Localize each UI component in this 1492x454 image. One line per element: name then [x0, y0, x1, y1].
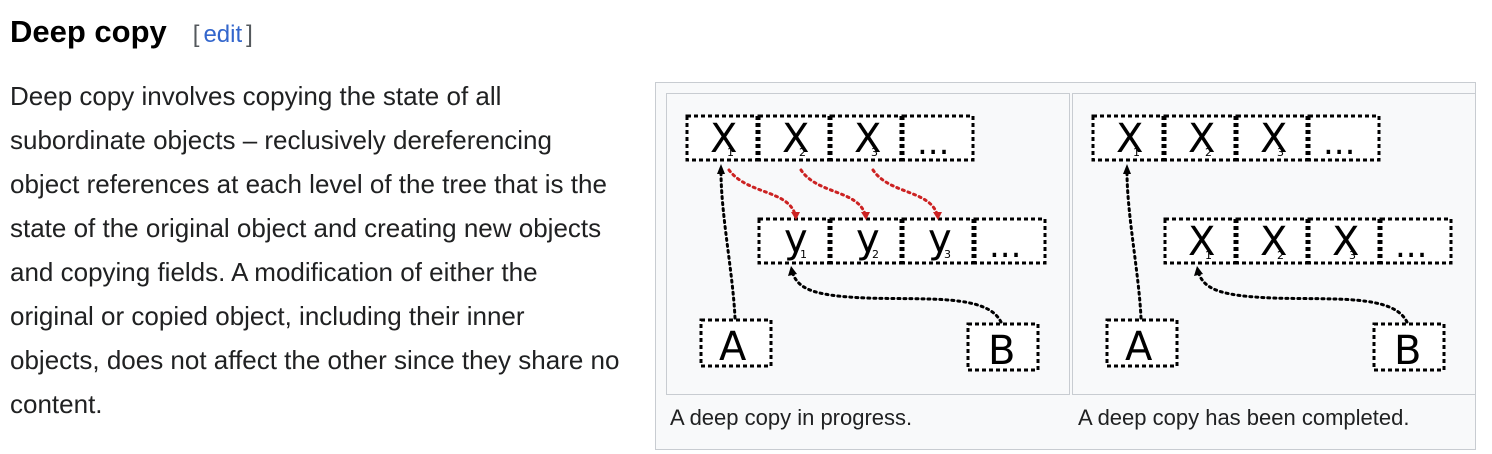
box-b: [966, 322, 1040, 372]
sub-top-1: 1: [1133, 146, 1140, 159]
label-top-2: X: [1188, 116, 1215, 162]
copy-arrow-3: [871, 168, 939, 216]
label-bottom-1: y: [784, 216, 808, 262]
box-top-1: [1091, 114, 1165, 162]
box-top-1: [685, 114, 759, 162]
copy-arrowhead-1: [791, 212, 800, 220]
label-b: B: [988, 328, 1015, 374]
diagram-completed: X 1 X 2 X 3 ... X 1 X 2 X 3 ...: [1072, 93, 1476, 395]
sub-top-1: 1: [727, 146, 734, 159]
diagram-in-progress-svg: X 1 X 2 X 3 ... y 1 y 2 y 3 ...: [685, 114, 1047, 374]
ref-arrowhead-a: [1123, 164, 1131, 174]
sub-bottom-2: 2: [872, 248, 879, 261]
sub-bottom-3: 3: [1349, 249, 1356, 262]
ref-arrowhead-a: [717, 164, 725, 174]
label-bottom-3: y: [928, 216, 952, 262]
box-top-ellipsis: [901, 114, 975, 162]
copy-arrowhead-2: [861, 212, 870, 220]
box-top-3: [829, 114, 903, 162]
box-bottom-1: [1163, 217, 1237, 265]
diagram-completed-svg: X 1 X 2 X 3 ... X 1 X 2 X 3 ...: [1091, 114, 1453, 374]
section-heading: Deep copy [edit]: [10, 10, 253, 57]
label-a: A: [1125, 324, 1153, 370]
label-bottom-3: X: [1332, 219, 1359, 265]
label-top-2: X: [782, 116, 809, 162]
box-bottom-1: [757, 217, 831, 265]
edit-bracket-close: ]: [246, 21, 253, 48]
caption-in-progress: A deep copy in progress.: [670, 405, 913, 430]
copy-arrow-2: [799, 168, 867, 216]
copy-arrowhead-3: [933, 212, 942, 220]
sub-top-2: 2: [1205, 146, 1212, 159]
label-b: B: [1394, 328, 1421, 374]
box-top-2: [757, 114, 831, 162]
ref-arrow-b: [1197, 272, 1409, 324]
label-top-1: X: [1116, 116, 1143, 162]
sub-bottom-1: 1: [1205, 249, 1212, 262]
sub-top-3: 3: [871, 146, 878, 159]
ref-arrow-a: [1125, 170, 1143, 320]
sub-top-3: 3: [1277, 146, 1284, 159]
label-bottom-2: X: [1260, 219, 1287, 265]
ellipsis-top: ...: [1323, 123, 1355, 163]
box-a: [699, 318, 773, 368]
label-bottom-1: X: [1188, 219, 1215, 265]
sub-bottom-3: 3: [944, 248, 951, 261]
ellipsis-bottom: ...: [989, 226, 1021, 266]
label-top-3: X: [1260, 116, 1287, 162]
edit-section: [edit]: [193, 13, 253, 57]
ref-arrow-a: [719, 170, 737, 320]
label-top-1: X: [710, 116, 737, 162]
box-bottom-3: [1307, 217, 1381, 265]
box-top-2: [1163, 114, 1237, 162]
label-a: A: [719, 324, 747, 370]
sub-bottom-2: 2: [1277, 249, 1284, 262]
label-top-3: X: [854, 116, 881, 162]
ref-arrowhead-b: [788, 266, 797, 276]
ref-arrow-b: [791, 272, 1003, 324]
ellipsis-top: ...: [917, 123, 949, 163]
box-bottom-2: [1235, 217, 1309, 265]
body-paragraph: Deep copy involves copying the state of …: [10, 81, 620, 419]
label-bottom-2: y: [856, 216, 880, 262]
ref-arrowhead-b: [1194, 266, 1203, 276]
box-b: [1372, 322, 1446, 372]
sub-bottom-1: 1: [800, 248, 807, 261]
ellipsis-bottom: ...: [1395, 226, 1427, 266]
box-bottom-ellipsis: [973, 217, 1047, 265]
box-top-ellipsis: [1307, 114, 1381, 162]
diagram-in-progress: X 1 X 2 X 3 ... y 1 y 2 y 3 ...: [666, 93, 1070, 395]
box-bottom-ellipsis: [1379, 217, 1453, 265]
edit-link[interactable]: edit: [203, 21, 243, 48]
box-a: [1105, 318, 1179, 368]
caption-completed: A deep copy has been completed.: [1078, 405, 1410, 430]
figure: X 1 X 2 X 3 ... y 1 y 2 y 3 ...: [655, 82, 1476, 450]
copy-arrow-1: [727, 168, 797, 216]
section-title: Deep copy: [10, 14, 167, 49]
edit-bracket-open: [: [192, 21, 200, 48]
sub-top-2: 2: [799, 146, 806, 159]
box-top-3: [1235, 114, 1309, 162]
